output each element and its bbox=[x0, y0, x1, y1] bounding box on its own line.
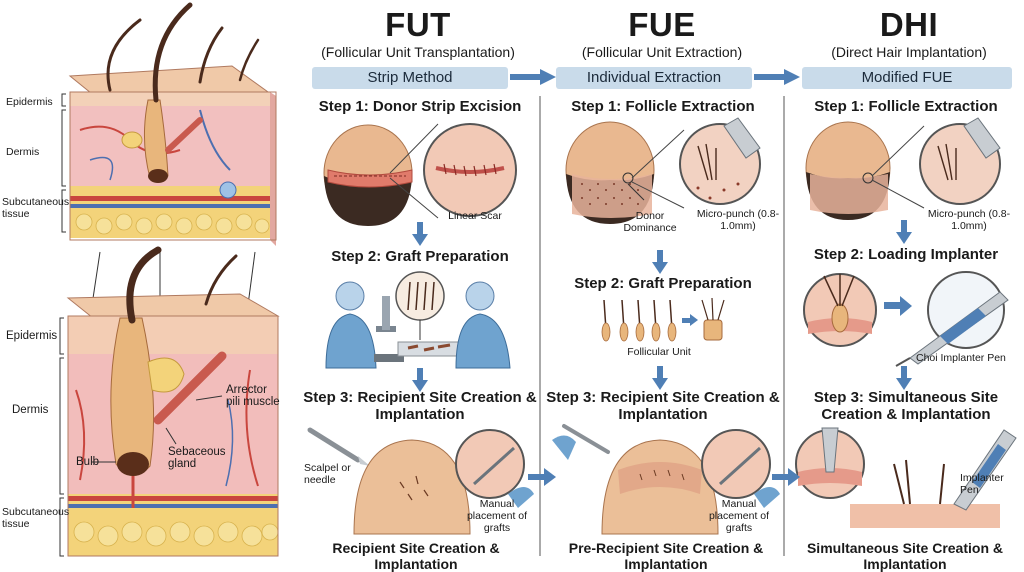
scalpel-icon bbox=[307, 427, 370, 466]
fut-linear-scar-label: Linear Scar bbox=[448, 210, 502, 222]
fut-recipient-illustration bbox=[307, 427, 534, 535]
magnifier-icon bbox=[423, 123, 517, 217]
dhi-subtitle: (Direct Hair Implantation) bbox=[831, 44, 987, 60]
fut-donor-strip-illustration bbox=[323, 123, 517, 226]
micro-punch-icon bbox=[919, 117, 1001, 205]
dhi-title: DHI bbox=[879, 6, 939, 43]
dhi-bottom-caption: Simultaneous Site Creation & Implantatio… bbox=[806, 540, 1004, 572]
dhi-simultaneous-illustration bbox=[795, 427, 1017, 528]
fue-arrow-2 bbox=[652, 366, 668, 390]
forceps-icon bbox=[552, 424, 610, 460]
fut-step1: Step 1: Donor Strip Excision bbox=[318, 98, 522, 115]
dhi-choi-pen-label: Choi Implanter Pen bbox=[916, 352, 1006, 364]
banner-arrows bbox=[510, 69, 800, 85]
label-epidermis-top: Epidermis bbox=[6, 96, 53, 108]
fue-follicular-units-illustration bbox=[601, 297, 725, 342]
label-subcutaneous-top: Subcutaneous tissue bbox=[2, 196, 70, 220]
dhi-step3: Step 3: Simultaneous Site Creation & Imp… bbox=[813, 389, 999, 423]
scalp-icon bbox=[565, 121, 655, 224]
fue-step3: Step 3: Recipient Site Creation & Implan… bbox=[546, 389, 780, 423]
fut-manual-placement-label: Manual placement of grafts bbox=[466, 498, 528, 534]
dhi-banner: Modified FUE bbox=[802, 67, 1012, 89]
dhi-loading-illustration bbox=[803, 271, 1009, 367]
fue-step2: Step 2: Graft Preparation bbox=[574, 275, 752, 292]
label-sebaceous-gland: Sebaceous gland bbox=[168, 446, 226, 470]
implanter-pen-icon bbox=[953, 429, 1017, 511]
scalp-icon bbox=[323, 124, 413, 226]
dhi-step2: Step 2: Loading Implanter bbox=[813, 246, 999, 263]
fut-arrow-2 bbox=[412, 368, 428, 392]
fue-follicular-unit-label: Follicular Unit bbox=[627, 346, 691, 358]
fue-bottom-caption: Pre-Recipient Site Creation & Implantati… bbox=[568, 540, 764, 572]
fue-recipient-illustration bbox=[552, 424, 780, 535]
skin-block-bottom-illustration bbox=[59, 246, 280, 557]
fut-scalpel-label: Scalpel or needle bbox=[304, 462, 351, 486]
fue-subtitle: (Follicular Unit Extraction) bbox=[581, 44, 743, 60]
fue-arrow-1 bbox=[652, 250, 668, 274]
fue-step1: Step 1: Follicle Extraction bbox=[571, 98, 755, 115]
label-epidermis-bottom: Epidermis bbox=[6, 330, 58, 342]
fue-donor-dominance-label: Donor Dominance bbox=[623, 210, 677, 234]
fut-bottom-caption: Recipient Site Creation & Implantation bbox=[332, 540, 500, 572]
fue-manual-placement-label: Manual placement of grafts bbox=[708, 498, 770, 534]
dhi-extraction-illustration bbox=[805, 117, 1001, 220]
fut-arrow-1 bbox=[412, 222, 428, 246]
micro-punch-icon bbox=[679, 117, 761, 205]
label-subcutaneous-bottom: Subcutaneous tissue bbox=[2, 506, 70, 530]
dhi-implanter-pen-label: Implanter Pen bbox=[960, 472, 1004, 496]
fut-graft-preparation-illustration bbox=[325, 271, 511, 369]
fue-micro-punch-label: Micro-punch (0.8-1.0mm) bbox=[696, 208, 780, 232]
scalp-icon bbox=[805, 121, 891, 220]
fut-step3: Step 3: Recipient Site Creation & Implan… bbox=[303, 389, 537, 423]
label-dermis-top: Dermis bbox=[6, 146, 40, 158]
fut-banner: Strip Method bbox=[312, 67, 508, 89]
label-bulb: Bulb bbox=[76, 456, 100, 468]
fut-step2: Step 2: Graft Preparation bbox=[331, 248, 509, 265]
label-dermis-bottom: Dermis bbox=[12, 404, 49, 416]
fue-extraction-illustration bbox=[565, 117, 761, 224]
dhi-arrow-2 bbox=[896, 366, 912, 390]
fue-title: FUE bbox=[628, 6, 696, 43]
skin-block-top-illustration bbox=[61, 2, 277, 306]
forceps-icon bbox=[472, 446, 534, 508]
fut-title: FUT bbox=[385, 6, 451, 43]
fue-banner: Individual Extraction bbox=[556, 67, 752, 89]
label-arrector-pili: Arrector pili muscle bbox=[226, 384, 280, 408]
dhi-step1: Step 1: Follicle Extraction bbox=[814, 98, 998, 115]
dhi-micro-punch-label: Micro-punch (0.8-1.0mm) bbox=[927, 208, 1011, 232]
fut-subtitle: (Follicular Unit Transplantation) bbox=[321, 44, 515, 60]
dhi-arrow-1 bbox=[896, 220, 912, 244]
microscope-icon bbox=[374, 296, 404, 362]
implanter-pen-icon bbox=[895, 291, 1009, 367]
